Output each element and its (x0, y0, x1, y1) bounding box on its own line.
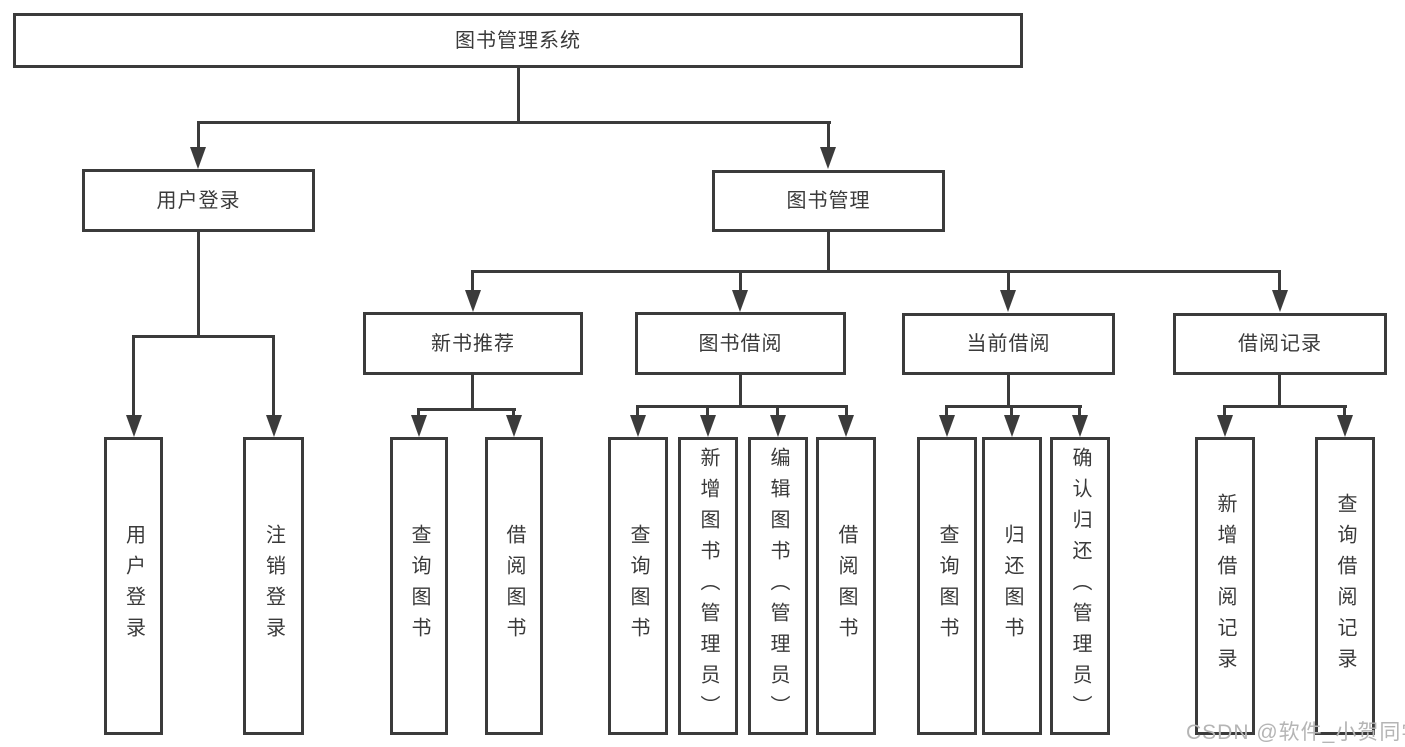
node-book-borrow: 图书借阅 (635, 312, 846, 375)
connector-root-drop-right (827, 121, 830, 149)
connector-bm-drop-2 (1007, 270, 1010, 292)
connector-ul-hline (132, 335, 275, 338)
csdn-watermark: CSDN @软件_小贺同学 (1186, 721, 1405, 744)
connector-nbr-drop-0 (417, 408, 420, 417)
arrowhead-book-management (820, 147, 836, 169)
leaf-bb-edit-book-admin: 编辑图书（管理员） (748, 437, 808, 735)
connector-bb-drop-2 (776, 405, 779, 417)
node-borrow-records: 借阅记录 (1173, 313, 1387, 375)
node-new-book-recommend-label: 新书推荐 (431, 332, 515, 355)
leaf-br-query-record-label: 查询借阅记录 (1334, 493, 1356, 679)
node-book-borrow-label: 图书借阅 (698, 332, 783, 355)
connector-root-vline (517, 68, 520, 121)
node-user-login: 用户登录 (82, 169, 315, 232)
connector-root-hline (197, 121, 831, 124)
leaf-nbr-borrow-book: 借阅图书 (485, 437, 543, 735)
arrowhead-current-borrow (1000, 290, 1016, 312)
leaf-bb-query-book-label: 查询图书 (627, 524, 649, 648)
connector-br-vline (1278, 375, 1281, 405)
connector-bm-drop-0 (471, 270, 474, 292)
connector-ul-drop-0 (132, 335, 135, 417)
arrowhead-leaf-logout (266, 415, 282, 437)
connector-bb-drop-1 (706, 405, 709, 417)
leaf-bb-add-book-admin-label: 新增图书（管理员） (697, 446, 719, 726)
arrowhead-br-add (1217, 415, 1233, 437)
arrowhead-bb-add (700, 415, 716, 437)
leaf-br-query-record: 查询借阅记录 (1315, 437, 1375, 735)
arrowhead-new-book-recommend (465, 290, 481, 312)
connector-ul-drop-1 (272, 335, 275, 417)
leaf-nbr-query-book-label: 查询图书 (408, 524, 430, 648)
leaf-br-add-record-label: 新增借阅记录 (1214, 493, 1236, 679)
connector-ul-vline (197, 232, 200, 335)
arrowhead-borrow-records (1272, 290, 1288, 312)
leaf-cb-query-book-label: 查询图书 (936, 524, 958, 648)
node-book-management: 图书管理 (712, 170, 945, 232)
connector-bm-vline (827, 232, 830, 270)
arrowhead-leaf-user-login (126, 415, 142, 437)
connector-bb-vline (739, 375, 742, 405)
arrowhead-bb-query (630, 415, 646, 437)
leaf-bb-query-book: 查询图书 (608, 437, 668, 735)
connector-bb-hline (636, 405, 848, 408)
connector-cb-drop-0 (945, 405, 948, 417)
arrowhead-nbr-borrow (506, 415, 522, 437)
leaf-bb-borrow-book-label: 借阅图书 (835, 524, 857, 648)
leaf-bb-edit-book-admin-label: 编辑图书（管理员） (767, 446, 789, 726)
connector-bm-drop-3 (1278, 270, 1281, 292)
arrowhead-cb-query (939, 415, 955, 437)
connector-br-hline (1223, 405, 1347, 408)
leaf-user-login-label: 用户登录 (122, 524, 145, 648)
arrowhead-user-login (190, 147, 206, 169)
leaf-br-add-record: 新增借阅记录 (1195, 437, 1255, 735)
node-current-borrow-label: 当前借阅 (966, 333, 1051, 355)
leaf-cb-return-book-label: 归还图书 (1001, 524, 1023, 648)
connector-cb-drop-2 (1078, 405, 1081, 417)
leaf-logout-label: 注销登录 (262, 524, 285, 648)
connector-bm-hline (471, 270, 1281, 273)
leaf-cb-confirm-return-admin-label: 确认归还（管理员） (1069, 446, 1091, 726)
arrowhead-bb-edit (770, 415, 786, 437)
connector-bb-drop-0 (636, 405, 639, 417)
leaf-cb-return-book: 归还图书 (982, 437, 1042, 735)
node-root: 图书管理系统 (13, 13, 1023, 68)
connector-bm-drop-1 (739, 270, 742, 292)
arrowhead-book-borrow (732, 290, 748, 312)
node-new-book-recommend: 新书推荐 (363, 312, 583, 375)
arrowhead-nbr-query (411, 415, 427, 437)
leaf-logout: 注销登录 (243, 437, 304, 735)
node-root-label: 图书管理系统 (455, 29, 581, 52)
arrowhead-br-query (1337, 415, 1353, 437)
node-current-borrow: 当前借阅 (902, 313, 1115, 375)
node-user-login-label: 用户登录 (156, 189, 241, 212)
connector-br-drop-0 (1223, 405, 1226, 417)
connector-bb-drop-3 (845, 405, 848, 417)
arrowhead-bb-borrow (838, 415, 854, 437)
leaf-cb-confirm-return-admin: 确认归还（管理员） (1050, 437, 1110, 735)
connector-nbr-vline (471, 375, 474, 408)
connector-nbr-hline (417, 408, 516, 411)
leaf-nbr-query-book: 查询图书 (390, 437, 448, 735)
arrowhead-cb-return (1004, 415, 1020, 437)
connector-root-drop-left (197, 121, 200, 149)
node-borrow-records-label: 借阅记录 (1238, 333, 1322, 355)
leaf-cb-query-book: 查询图书 (917, 437, 977, 735)
connector-nbr-drop-1 (512, 408, 515, 417)
node-book-management-label: 图书管理 (786, 190, 871, 212)
connector-cb-vline (1007, 375, 1010, 405)
leaf-bb-borrow-book: 借阅图书 (816, 437, 876, 735)
connector-cb-drop-1 (1010, 405, 1013, 417)
leaf-nbr-borrow-book-label: 借阅图书 (503, 524, 525, 648)
leaf-bb-add-book-admin: 新增图书（管理员） (678, 437, 738, 735)
connector-br-drop-1 (1343, 405, 1346, 417)
arrowhead-cb-confirm (1072, 415, 1088, 437)
leaf-user-login: 用户登录 (104, 437, 163, 735)
connector-cb-hline (945, 405, 1082, 408)
